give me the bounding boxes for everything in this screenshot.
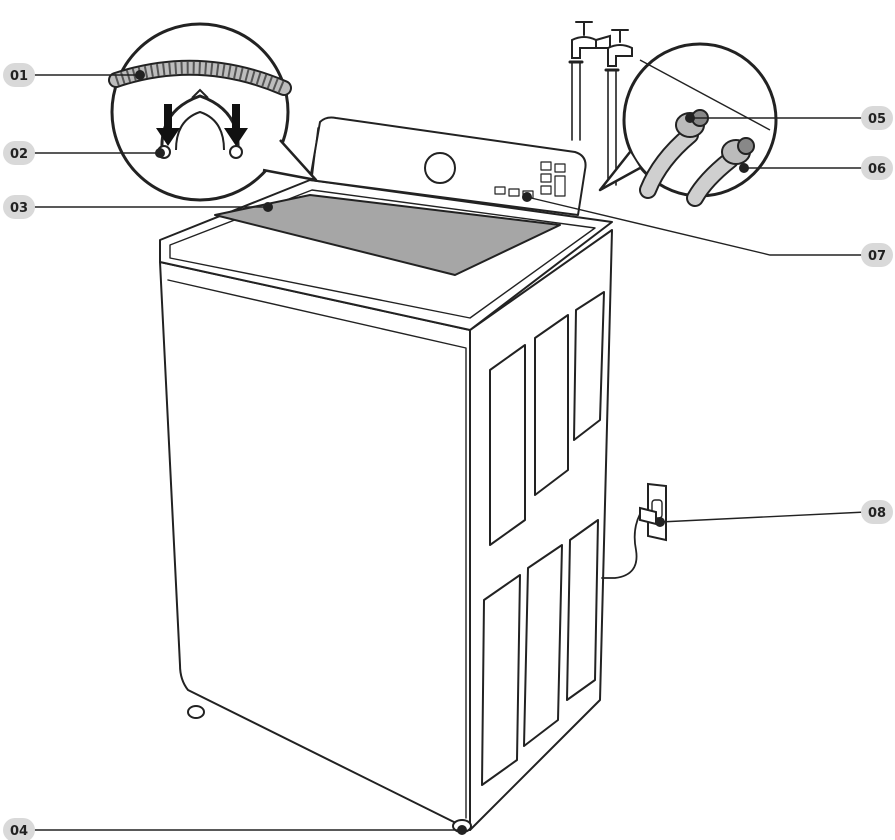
callout-03: 03 xyxy=(3,195,35,219)
svg-text:07: 07 xyxy=(868,249,886,264)
detail-circle-hose-guide xyxy=(108,22,318,202)
callout-04: 04 xyxy=(3,818,35,840)
callout-05: 05 xyxy=(861,106,893,130)
svg-text:06: 06 xyxy=(868,162,886,177)
lid-glass xyxy=(214,194,561,276)
callout-06: 06 xyxy=(861,156,893,180)
cabinet-front xyxy=(159,261,471,831)
foot-left xyxy=(187,705,205,719)
svg-text:03: 03 xyxy=(10,201,28,216)
anchor-dots xyxy=(135,70,749,835)
callout-badges: 01 02 03 04 05 06 07 08 xyxy=(3,63,893,840)
svg-text:02: 02 xyxy=(10,147,28,162)
callout-02: 02 xyxy=(3,141,35,165)
callout-08: 08 xyxy=(861,500,893,524)
washing-machine xyxy=(159,116,613,833)
svg-text:01: 01 xyxy=(10,69,28,84)
arrow-down-icon xyxy=(156,104,180,146)
svg-text:08: 08 xyxy=(868,506,886,521)
svg-text:05: 05 xyxy=(868,112,886,127)
svg-text:04: 04 xyxy=(10,824,28,839)
arrow-down-icon xyxy=(224,104,248,146)
leader-lines xyxy=(34,74,867,831)
cabinet-side xyxy=(469,229,613,831)
callout-07: 07 xyxy=(861,243,893,267)
control-dial xyxy=(424,152,456,184)
power-outlet xyxy=(601,482,667,579)
water-taps xyxy=(568,21,633,186)
callout-01: 01 xyxy=(3,63,35,87)
